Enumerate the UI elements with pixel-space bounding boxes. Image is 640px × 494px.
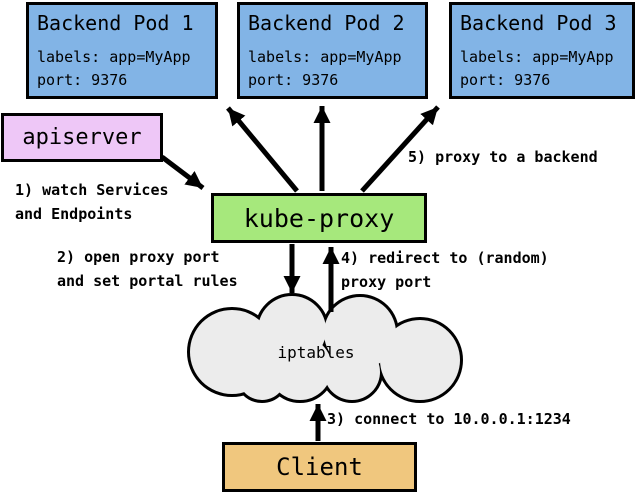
arrow-proxy-to-pod3 <box>360 105 440 193</box>
iptables-cloud <box>187 293 463 403</box>
iptables-label: iptables <box>277 343 355 362</box>
kube-proxy-box: kube-proxy <box>211 193 427 243</box>
pod-title: Backend Pod 3 <box>460 11 617 35</box>
pod-labels: labels: app=MyApp <box>460 48 614 66</box>
pod-port: port: 9376 <box>248 71 339 89</box>
annotation-step2-open-proxy-port: 2) open proxy port and set portal rules <box>57 248 238 290</box>
annotation-step5-proxy-backend: 5) proxy to a backend <box>408 148 598 166</box>
pod-port: port: 9376 <box>460 71 551 89</box>
backend-pod-1-box: Backend Pod 1 labels: app=MyApp port: 93… <box>26 2 218 99</box>
pod-labels: labels: app=MyApp <box>37 48 191 66</box>
backend-pod-3-box: Backend Pod 3 labels: app=MyApp port: 93… <box>449 2 635 99</box>
backend-pod-2-box: Backend Pod 2 labels: app=MyApp port: 93… <box>237 2 428 99</box>
annotation-step4-redirect: 4) redirect to (random) proxy port <box>341 249 549 291</box>
apiserver-box: apiserver <box>1 113 163 162</box>
pod-title: Backend Pod 1 <box>37 11 194 35</box>
pod-port: port: 9376 <box>37 71 128 89</box>
arrow-proxy-to-pod1 <box>226 106 299 193</box>
pod-title: Backend Pod 2 <box>248 11 405 35</box>
annotation-step3-connect: 3) connect to 10.0.0.1:1234 <box>327 410 571 428</box>
arrow-watch-services <box>160 155 205 190</box>
annotation-step1-watch: 1) watch Services and Endpoints <box>15 181 169 223</box>
client-box: Client <box>222 442 417 492</box>
pod-labels: labels: app=MyApp <box>248 48 402 66</box>
